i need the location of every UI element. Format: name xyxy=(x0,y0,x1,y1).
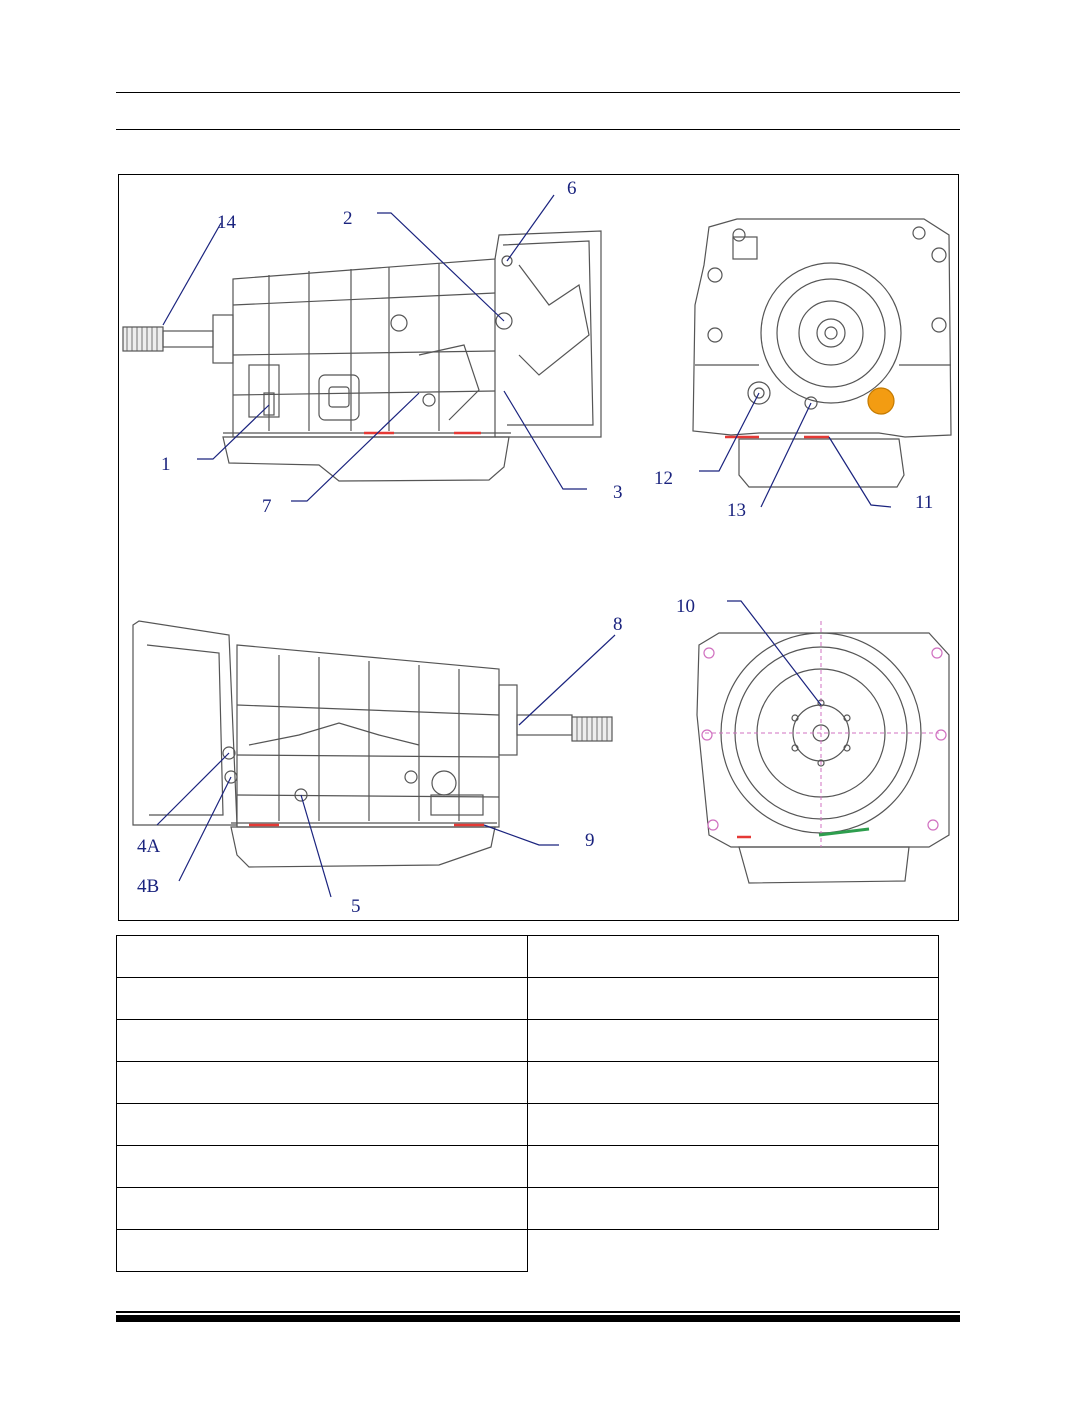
table-row xyxy=(116,935,939,978)
callout-6: 6 xyxy=(567,178,577,199)
end-view-top xyxy=(692,218,952,488)
footer-rule-thin xyxy=(116,1311,960,1313)
table-cell xyxy=(116,1145,528,1188)
table-cell xyxy=(116,1187,528,1230)
header-rule-bottom xyxy=(116,129,960,130)
table-cell xyxy=(527,1061,939,1104)
table-row xyxy=(116,1187,939,1230)
callout-10: 10 xyxy=(676,596,695,617)
table-cell xyxy=(527,1187,939,1230)
callout-8: 8 xyxy=(613,614,623,635)
header-rule-top xyxy=(116,92,960,93)
callout-9: 9 xyxy=(585,830,595,851)
callout-4b: 4B xyxy=(137,876,160,897)
table-cell xyxy=(116,1229,528,1272)
table-cell xyxy=(116,1019,528,1062)
table-cell xyxy=(527,1019,939,1062)
table-row xyxy=(116,1229,939,1272)
side-view-bottom xyxy=(132,620,613,868)
callout-3: 3 xyxy=(613,482,623,503)
callout-11: 11 xyxy=(915,492,934,513)
table-cell xyxy=(116,1061,528,1104)
table-cell xyxy=(527,977,939,1020)
callout-12: 12 xyxy=(654,468,673,489)
table-cell-empty xyxy=(528,1230,939,1272)
footer-rule-thick xyxy=(116,1315,960,1322)
table-cell xyxy=(116,1103,528,1146)
table-row xyxy=(116,1019,939,1062)
callout-7: 7 xyxy=(262,496,272,517)
table-cell xyxy=(527,1103,939,1146)
table-cell xyxy=(116,977,528,1020)
callout-4a: 4A xyxy=(137,836,161,857)
transmission-figure: 14 2 6 1 7 3 12 13 11 10 8 4A 4B 5 9 xyxy=(118,174,959,921)
table-row xyxy=(116,977,939,1020)
flexplate-view xyxy=(696,621,950,884)
table-row xyxy=(116,1103,939,1146)
transmission-drawing xyxy=(122,194,952,898)
legend-table xyxy=(116,935,939,1272)
callout-2: 2 xyxy=(343,208,353,229)
callout-14: 14 xyxy=(217,212,236,233)
callout-1: 1 xyxy=(161,454,171,475)
table-cell xyxy=(527,935,939,978)
side-view-top xyxy=(122,230,602,482)
table-cell xyxy=(527,1145,939,1188)
table-cell xyxy=(116,935,528,978)
table-row xyxy=(116,1145,939,1188)
callout-5: 5 xyxy=(351,896,361,917)
callout-13: 13 xyxy=(727,500,746,521)
table-row xyxy=(116,1061,939,1104)
